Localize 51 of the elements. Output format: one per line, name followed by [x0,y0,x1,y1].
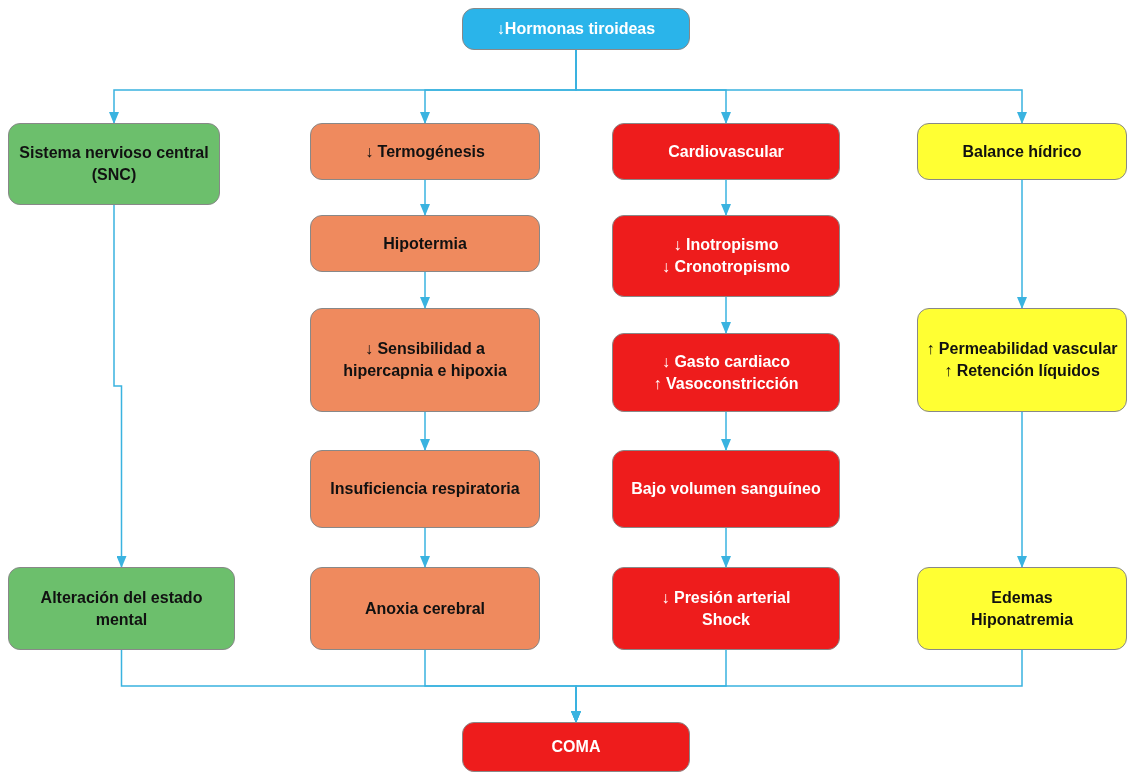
process-box [310,567,540,650]
arrow [571,649,1023,723]
arrow [420,179,430,216]
arrow [721,411,731,451]
process-box [917,123,1127,180]
box-label: COMA [551,737,601,758]
box-label: Edemas [991,587,1053,608]
arrow [1017,179,1027,309]
box-label: Shock [702,609,750,630]
box-label: Sistema nervioso central (SNC) [18,143,210,185]
box-label: ↓ Sensibilidad a hipercapnia e hipoxia [342,339,508,381]
box-label: ↓ Cronotropismo [662,257,790,277]
process-box [310,215,540,272]
arrow [420,527,430,568]
box-label: ↑ Retención líquidos [944,361,1100,381]
process-box [612,567,840,650]
box-label: ↓ Termogénesis [365,141,485,162]
box-label: Bajo volumen sanguíneo [631,479,821,500]
box-label: Insuficiencia respiratoria [330,479,520,500]
box-label: Hiponatremia [970,609,1074,630]
process-box [310,308,540,412]
box-label: ↑ Vasoconstricción [653,373,799,394]
process-box [462,722,690,772]
arrow [113,204,127,568]
arrow [1017,411,1027,568]
box-label: Anoxia cerebral [364,598,486,619]
box-label: Alteración del estado mental [39,587,204,630]
process-box [612,123,840,180]
process-box [8,567,235,650]
arrow [721,296,731,334]
box-label: Balance hídrico [962,141,1082,162]
process-box [917,308,1127,412]
process-box [462,8,690,50]
process-box [612,333,840,412]
process-box [310,123,540,180]
box-label: ↓ Presión arterial [661,587,791,608]
process-box [8,123,220,205]
arrow [721,179,731,216]
process-box [917,567,1127,650]
box-label: Hipotermia [383,233,467,254]
arrow [420,271,430,309]
arrow [721,527,731,568]
box-label: ↓ Inotropismo [673,235,779,256]
process-box [612,215,840,297]
box-label: ↓Hormonas tiroideas [496,19,656,40]
box-label: ↓ Gasto cardiaco [661,351,790,372]
arrow [420,411,430,451]
box-label: Cardiovascular [668,141,784,162]
box-label: ↑ Permeabilidad vascular [926,339,1118,360]
process-box [310,450,540,528]
process-box [612,450,840,528]
